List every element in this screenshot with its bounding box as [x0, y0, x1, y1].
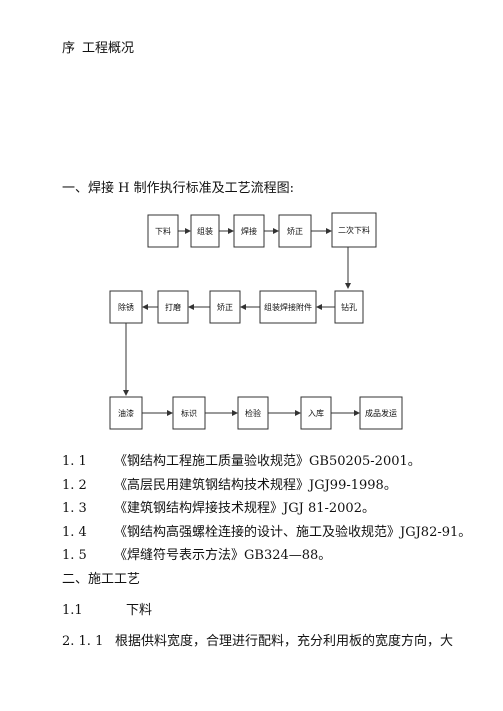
standard-1-text: 《钢结构工程施工质量验收规范》GB50205-2001。 [114, 454, 421, 469]
standard-4-text: 《钢结构高强螺栓连接的设计、施工及验收规范》JGJ82-91。 [114, 525, 472, 540]
flow-step-7-label: 组装焊接附件 [264, 302, 312, 312]
standard-2-text: 《高层民用建筑钢结构技术规程》JGJ99-1998。 [114, 478, 397, 493]
flow-step-2: 组装 [190, 214, 220, 248]
paragraph-num: 2. 1. 1 [62, 634, 104, 649]
page-title: 工程概况 [82, 41, 135, 56]
paragraph-text: 根据供料宽度，合理进行配料，充分利用板的宽度方向，大 [115, 634, 454, 649]
flow-step-8-label: 矫正 [217, 302, 233, 312]
standard-5-num: 1. 5 [62, 548, 87, 563]
flow-step-15-label: 成品发运 [365, 408, 397, 418]
preface-label: 序 [62, 41, 76, 56]
flow-step-1: 下料 [147, 214, 179, 248]
flow-step-5-label: 二次下料 [338, 225, 370, 235]
flow-step-11-label: 油漆 [118, 408, 134, 418]
flow-step-12-label: 标识 [181, 408, 197, 418]
subsection-title: 下料 [126, 603, 153, 618]
flow-step-9-label: 打磨 [165, 302, 181, 312]
flow-step-9: 打磨 [157, 290, 189, 324]
flow-step-6-label: 钻孔 [341, 302, 357, 312]
flow-step-3-label: 焊接 [241, 226, 257, 236]
flow-step-14: 入库 [300, 396, 332, 430]
standard-4-num: 1. 4 [62, 525, 87, 540]
section2-heading: 二、施工工艺 [62, 572, 141, 587]
flow-step-15: 成品发运 [359, 396, 403, 430]
flow-step-6: 钻孔 [334, 290, 364, 324]
flow-step-13-label: 检验 [245, 408, 261, 418]
standard-3-text: 《建筑钢结构焊接技术规程》JGJ 81-2002。 [114, 501, 375, 516]
flow-step-2-label: 组装 [197, 226, 213, 236]
standard-5-text: 《焊缝符号表示方法》GB324—88。 [114, 548, 332, 563]
flow-step-11: 油漆 [109, 396, 143, 430]
flow-step-5: 二次下料 [331, 212, 377, 248]
flow-step-4-label: 矫正 [287, 226, 303, 236]
flow-step-3: 焊接 [233, 214, 265, 248]
flow-step-10-label: 除锈 [118, 302, 134, 312]
process-flowchart: 下料 组装 焊接 矫正 二次下料 钻孔 组装焊接附件 矫正 打磨 除锈 油漆 标… [109, 212, 403, 430]
flow-step-8: 矫正 [209, 290, 241, 324]
flow-step-13: 检验 [237, 396, 269, 430]
flow-step-4: 矫正 [278, 214, 312, 248]
standard-1-num: 1. 1 [62, 454, 87, 469]
flow-step-12: 标识 [172, 396, 206, 430]
flow-step-10: 除锈 [109, 290, 143, 324]
standard-3-num: 1. 3 [62, 501, 87, 516]
flow-step-1-label: 下料 [155, 226, 171, 236]
subsection-num: 1.1 [62, 603, 83, 618]
flow-step-14-label: 入库 [308, 408, 324, 418]
section1-heading: 一、焊接 H 制作执行标准及工艺流程图: [62, 181, 294, 196]
flow-step-7: 组装焊接附件 [259, 290, 317, 324]
standard-2-num: 1. 2 [62, 478, 87, 493]
